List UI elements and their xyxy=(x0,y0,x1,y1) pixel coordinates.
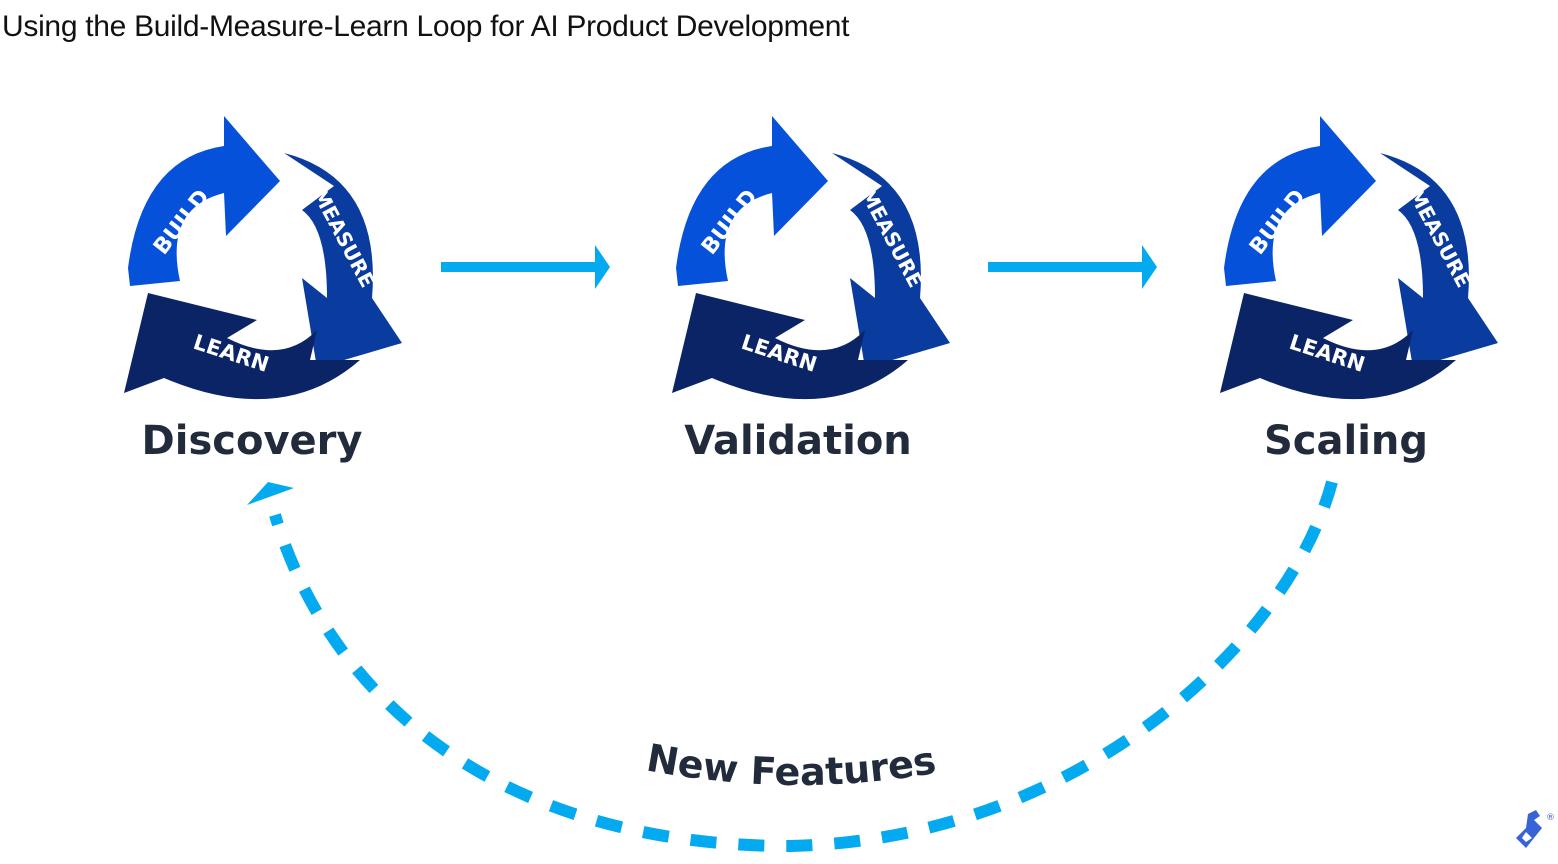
svg-text:®: ® xyxy=(1546,813,1555,823)
toptal-logo-icon: ® xyxy=(1516,810,1555,848)
stage-label-discovery: Discovery xyxy=(141,418,363,464)
stage-label-scaling: Scaling xyxy=(1263,418,1429,464)
measure-arrow xyxy=(284,153,402,368)
feedback-label: New Features xyxy=(643,736,938,794)
cycle-validation: BUILD MEASURE LEARN xyxy=(660,98,960,408)
measure-arrow xyxy=(832,153,950,368)
arrow-validation-to-scaling xyxy=(988,245,1157,289)
measure-arrow xyxy=(1380,153,1498,368)
feedback-arrowhead xyxy=(247,482,294,505)
stage-label-validation: Validation xyxy=(684,418,912,464)
diagram-title: Using the Build-Measure-Learn Loop for A… xyxy=(2,10,850,43)
cycle-discovery: BUILD MEASURE LEARN xyxy=(112,98,412,408)
build-arrow xyxy=(1224,116,1376,286)
learn-arrow xyxy=(672,293,908,400)
cycle-scaling: BUILD MEASURE LEARN xyxy=(1208,98,1508,408)
arrow-discovery-to-validation xyxy=(441,245,610,289)
build-arrow xyxy=(676,116,828,286)
build-arrow xyxy=(128,116,280,286)
feedback-dashed-arc xyxy=(269,480,1338,853)
learn-arrow xyxy=(124,293,360,400)
learn-arrow xyxy=(1220,293,1456,400)
